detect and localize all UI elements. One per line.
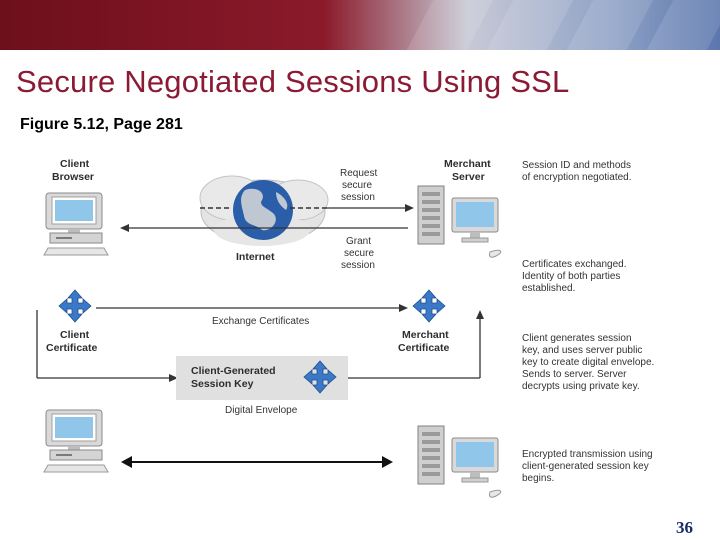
client-computer-icon xyxy=(43,409,109,473)
figure-caption: Figure 5.12, Page 281 xyxy=(20,116,183,133)
client-certificate-icon xyxy=(58,289,92,323)
merchant-server-icon xyxy=(417,425,502,498)
internet-label: Internet xyxy=(236,251,275,263)
note-certificates-exchanged: Certificates exchanged.Identity of both … xyxy=(522,259,627,294)
header-banner xyxy=(0,0,720,50)
merchant-certificate-icon xyxy=(412,289,446,323)
internet-cloud-icon xyxy=(199,175,329,246)
exchange-certificates-label: Exchange Certificates xyxy=(212,316,309,327)
page-number: 36 xyxy=(676,518,693,537)
slide-title: Secure Negotiated Sessions Using SSL xyxy=(16,64,570,99)
merchant-server-icon xyxy=(417,185,502,258)
digital-envelope-label: Digital Envelope xyxy=(225,405,298,416)
client-computer-icon xyxy=(43,192,109,256)
